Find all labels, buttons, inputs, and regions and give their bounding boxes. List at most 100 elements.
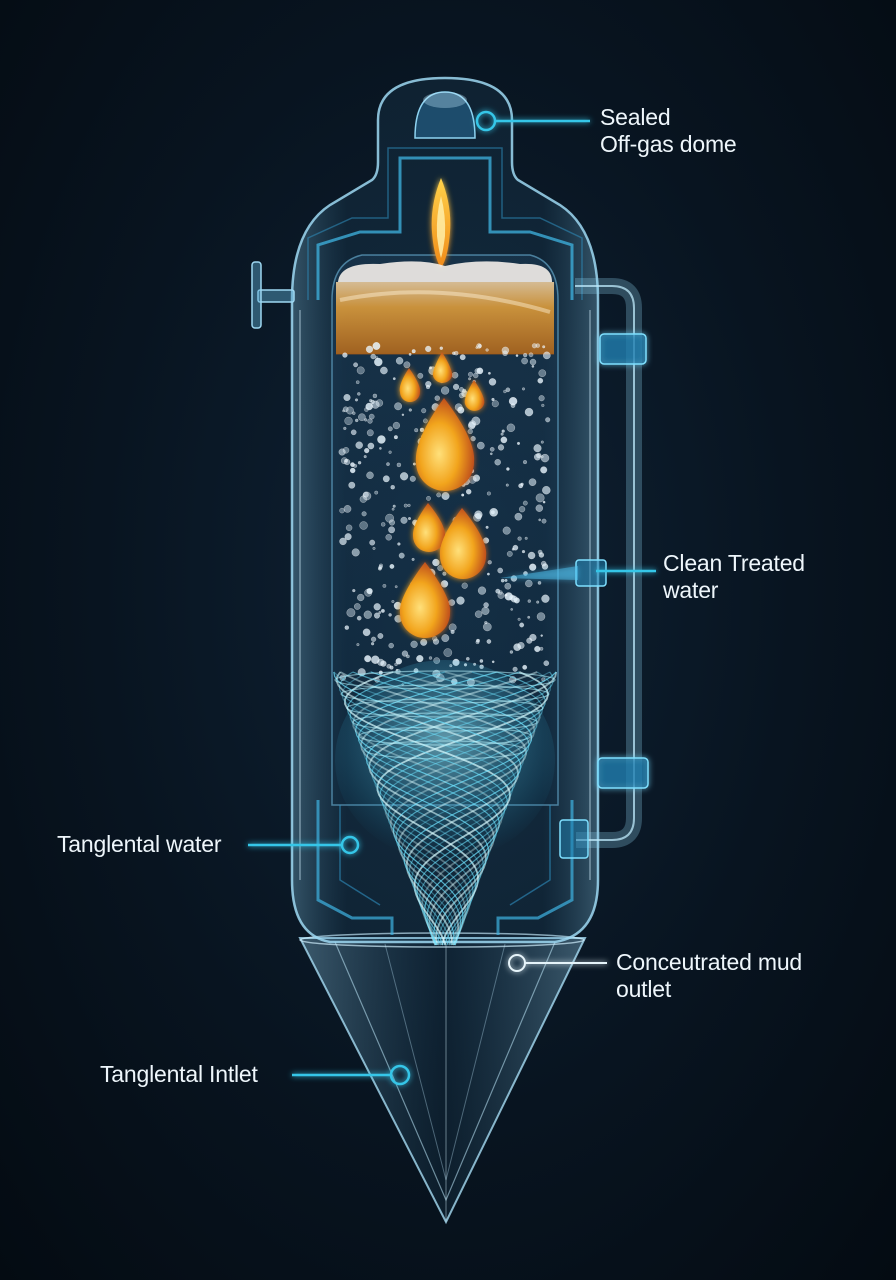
bubble (386, 663, 392, 669)
bubble (468, 475, 477, 484)
bubble (408, 352, 412, 356)
bubble (542, 500, 546, 504)
bubble (440, 580, 449, 588)
bubble (356, 643, 360, 647)
bubble (528, 478, 537, 487)
callout-tangential-water-text: Tanglental water (57, 831, 222, 857)
bubble (407, 503, 411, 508)
bubble (403, 361, 411, 369)
bubble (394, 585, 398, 589)
bubble (425, 345, 432, 353)
bubble (339, 507, 345, 514)
callout-clean-water-line2: water (663, 577, 719, 603)
bubble (522, 500, 528, 506)
bubble (476, 367, 484, 375)
vortex-ring (346, 698, 544, 718)
vortex-strand (376, 671, 549, 946)
bubble (500, 432, 504, 436)
bubble (474, 610, 483, 618)
bubble (452, 383, 460, 391)
vortex-strand (335, 671, 520, 946)
bubble (426, 495, 431, 501)
bubble (485, 525, 489, 529)
callout-dome-line1: Sealed (600, 104, 671, 130)
bubble (354, 398, 359, 402)
bubble (344, 625, 350, 630)
bubble (504, 593, 508, 597)
bubble (542, 351, 551, 360)
oil-droplet (415, 398, 475, 491)
bubble (408, 408, 412, 412)
bubble (428, 656, 433, 660)
bubble (527, 599, 532, 603)
bubble (538, 552, 545, 558)
bubble (380, 522, 386, 527)
bubble (501, 346, 510, 355)
callout-clean-water-line1: Clean Treated (663, 550, 805, 576)
callout-mud-outlet-line1: Conceutrated mud (616, 949, 803, 975)
bubble (535, 493, 545, 503)
bubble (473, 513, 482, 522)
bubble (370, 642, 375, 646)
callout-leader-tangential-inlet (292, 1064, 411, 1086)
bubble (477, 586, 487, 595)
bubble (441, 634, 450, 643)
vortex-ring (352, 712, 538, 732)
bubble (486, 639, 492, 644)
vortex-strand (352, 671, 530, 946)
vortex-ring (334, 670, 556, 690)
bubble (531, 365, 535, 368)
bubble (425, 384, 431, 390)
bubble (505, 387, 511, 393)
bubble (518, 506, 526, 513)
bubble (538, 518, 542, 522)
bubble (412, 462, 416, 466)
bubble (541, 518, 547, 524)
bubble (344, 416, 353, 426)
bubble (508, 396, 518, 406)
vortex-strand (344, 671, 511, 946)
bubble (419, 427, 425, 433)
bubble (545, 417, 551, 423)
bubble (411, 349, 416, 354)
bubble (377, 633, 384, 639)
bubble (339, 537, 347, 546)
bubble (497, 444, 505, 451)
cone-bottom (298, 932, 587, 1225)
bubble (443, 648, 453, 657)
bubble (393, 435, 398, 440)
vortex-strand (370, 671, 533, 946)
bubble (366, 471, 374, 480)
bubble (522, 664, 528, 670)
oil-droplet (399, 562, 451, 638)
bubble (373, 603, 381, 611)
bubble (422, 418, 428, 424)
bubble (451, 371, 459, 379)
bubble (345, 524, 353, 532)
bubble (505, 483, 509, 487)
bubble (540, 634, 543, 637)
bubble (462, 388, 467, 393)
bubble (470, 436, 476, 442)
bubble (483, 602, 489, 608)
bubble (351, 548, 360, 557)
bubble (409, 475, 416, 482)
bubble (395, 357, 404, 365)
bubble (531, 343, 537, 349)
bubble (487, 560, 492, 565)
bubble (504, 578, 508, 582)
bubble (489, 446, 495, 452)
oil-droplet (432, 352, 453, 383)
bubble (355, 380, 360, 385)
bubble (396, 462, 402, 468)
bubble (386, 462, 390, 466)
bubble (541, 594, 550, 603)
bubble (522, 460, 528, 465)
bubble (378, 565, 383, 570)
bubble (517, 641, 525, 650)
vortex-strand (341, 671, 514, 946)
bubble (512, 544, 519, 551)
bubble (461, 493, 465, 497)
bubble (410, 640, 418, 648)
bubble (538, 369, 547, 378)
